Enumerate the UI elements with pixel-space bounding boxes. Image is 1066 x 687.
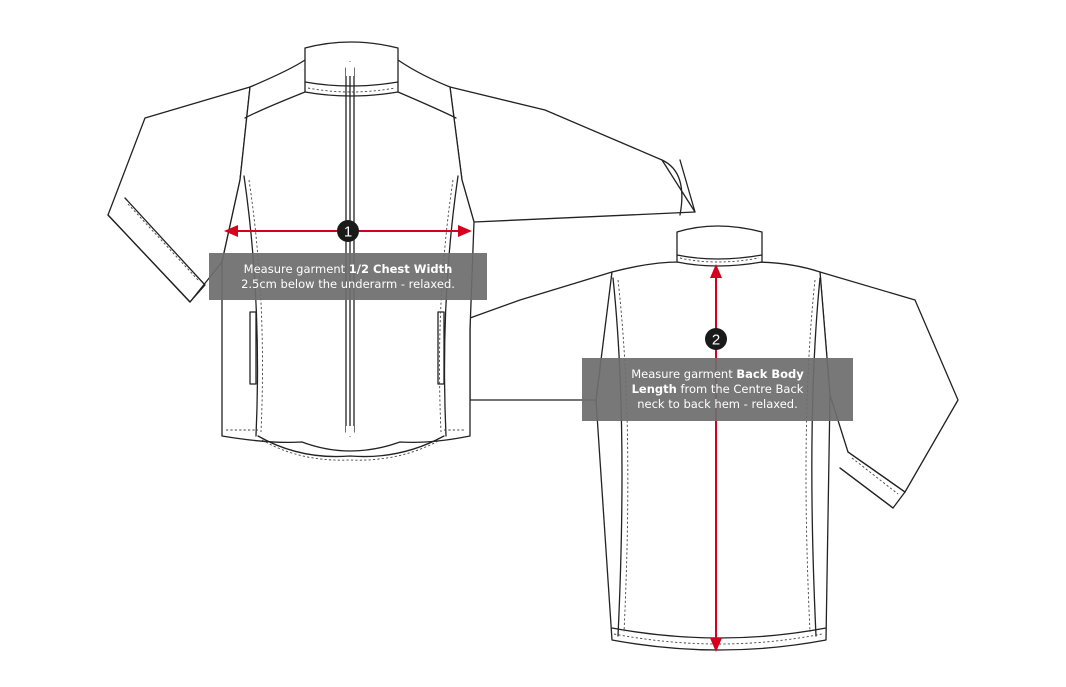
- chest-width-label: Measure garment 1/2 Chest Width 2.5cm be…: [209, 253, 487, 300]
- back-length-label-line2: Length from the Centre Back: [592, 382, 843, 397]
- length-label-suffix: from the Centre Back: [676, 382, 804, 396]
- svg-text:2: 2: [712, 332, 720, 349]
- chest-arrow-right-head: [458, 225, 472, 237]
- length-label-bold-2: Length: [631, 382, 677, 396]
- back-length-label-line3: neck to back hem - relaxed.: [637, 397, 798, 411]
- chest-arrow-left-head: [224, 225, 238, 237]
- chest-width-label-line2: 2.5cm below the underarm - relaxed.: [241, 276, 455, 291]
- back-length-label-line1: Measure garment Back Body: [592, 367, 843, 382]
- chest-label-prefix: Measure garment: [243, 261, 349, 276]
- length-label-bold: Back Body: [736, 367, 804, 381]
- length-arrow-top-head: [710, 264, 722, 278]
- svg-text:1: 1: [344, 224, 352, 241]
- measurement-badge-2: 2: [705, 328, 727, 350]
- measurement-badge-1: 1: [337, 220, 359, 242]
- back-jacket-drawing: [469, 225, 959, 651]
- front-jacket-stitching: [127, 87, 466, 461]
- front-jacket-drawing: [107, 41, 696, 458]
- length-arrow-bottom-head: [710, 638, 722, 652]
- length-label-prefix: Measure garment: [631, 367, 737, 381]
- back-length-label: Measure garment Back Body Length from th…: [582, 358, 853, 421]
- chest-width-label-line1: Measure garment 1/2 Chest Width: [219, 262, 477, 277]
- chest-label-bold: 1/2 Chest Width: [348, 261, 453, 276]
